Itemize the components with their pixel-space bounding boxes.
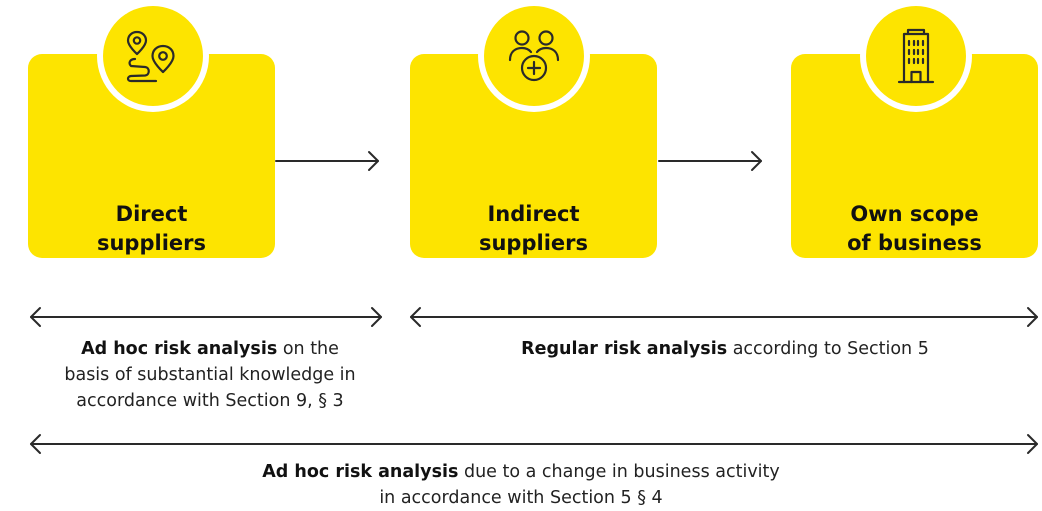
caption-change-bold: Ad hoc risk analysis xyxy=(262,462,459,482)
add-people-icon xyxy=(508,30,560,82)
span-arrow-full xyxy=(30,434,1038,454)
caption-change-rest1: due to a change in business activity xyxy=(458,462,780,482)
indirect-suppliers-badge xyxy=(478,0,590,112)
caption-direct-bold: Ad hoc risk analysis xyxy=(81,339,278,359)
caption-regular: Regular risk analysis according to Secti… xyxy=(408,336,1042,362)
span-arrow-regular xyxy=(410,307,1038,327)
caption-direct-line1: Ad hoc risk analysis on the xyxy=(20,336,400,362)
own-scope-badge-fill xyxy=(866,6,966,106)
flow-arrow-indirect-to-own xyxy=(658,151,762,171)
caption-change-line1: Ad hoc risk analysis due to a change in … xyxy=(0,459,1042,485)
indirect-suppliers-label-line1: Indirect xyxy=(487,202,580,226)
own-scope-label-line2: of business xyxy=(847,231,982,255)
own-scope-label: Own scope of business xyxy=(791,200,1038,258)
office-building-icon xyxy=(897,28,935,84)
caption-regular-rest1: according to Section 5 xyxy=(727,339,929,359)
caption-direct-rest1: on the xyxy=(277,339,339,359)
span-arrow-direct xyxy=(30,307,382,327)
indirect-suppliers-label-line2: suppliers xyxy=(478,231,588,255)
caption-direct-ad-hoc: Ad hoc risk analysis on the basis of sub… xyxy=(20,336,400,414)
caption-change-line2: in accordance with Section 5 § 4 xyxy=(379,488,663,508)
indirect-suppliers-badge-fill xyxy=(484,6,584,106)
caption-direct-line2: basis of substantial knowledge in xyxy=(64,365,356,385)
own-scope-badge xyxy=(860,0,972,112)
own-scope-label-line1: Own scope xyxy=(850,202,979,226)
caption-regular-line1: Regular risk analysis according to Secti… xyxy=(408,336,1042,362)
caption-change-ad-hoc: Ad hoc risk analysis due to a change in … xyxy=(0,459,1042,511)
direct-suppliers-badge xyxy=(97,0,209,112)
caption-regular-bold: Regular risk analysis xyxy=(521,339,728,359)
direct-suppliers-label-line2: suppliers xyxy=(96,231,206,255)
direct-suppliers-label: Direct suppliers xyxy=(28,200,275,258)
direct-suppliers-badge-fill xyxy=(103,6,203,106)
caption-direct-line3: accordance with Section 9, § 3 xyxy=(76,391,344,411)
route-location-pin-icon xyxy=(126,30,175,83)
indirect-suppliers-label: Indirect suppliers xyxy=(410,200,657,258)
flow-arrow-direct-to-indirect xyxy=(275,151,379,171)
direct-suppliers-label-line1: Direct xyxy=(115,202,188,226)
